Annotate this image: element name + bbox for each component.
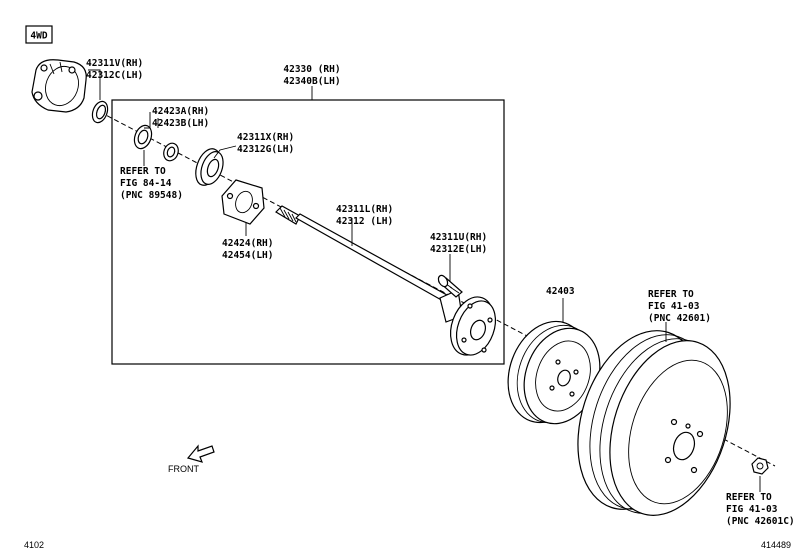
wheel-nut bbox=[751, 457, 769, 475]
label-42312c: 42312C(LH) bbox=[86, 70, 143, 81]
figure-code-left: 4102 bbox=[24, 540, 44, 550]
bearing-42311x bbox=[195, 148, 224, 186]
label-42403: 42403 bbox=[546, 286, 575, 297]
label-refer1-line1: REFER TO bbox=[120, 166, 166, 177]
brake-drum-42403 bbox=[507, 320, 601, 425]
label-42311u: 42311U(RH) bbox=[430, 232, 487, 243]
label-refer3-line2: FIG 41-03 bbox=[726, 504, 778, 515]
label-refer1-line2: FIG 84-14 bbox=[120, 178, 172, 189]
label-42312e: 42312E(LH) bbox=[430, 244, 487, 255]
label-refer2-line1: REFER TO bbox=[648, 289, 694, 300]
label-42423a: 42423A(RH) bbox=[152, 106, 209, 117]
4wd-badge: 4WD bbox=[25, 25, 53, 44]
label-42312: 42312 (LH) bbox=[336, 216, 393, 227]
axle-housing bbox=[31, 59, 87, 113]
axle-hub-flange bbox=[449, 296, 497, 356]
label-42340b: 42340B(LH) bbox=[283, 76, 340, 87]
leader-42311v bbox=[88, 69, 101, 100]
label-refer1-line3: (PNC 89548) bbox=[120, 190, 183, 201]
oil-seal-42311v bbox=[91, 100, 109, 124]
label-42311l: 42311L(RH) bbox=[336, 204, 393, 215]
4wd-badge-text: 4WD bbox=[30, 31, 47, 42]
label-refer3-line1: REFER TO bbox=[726, 492, 772, 503]
leader-42423 bbox=[144, 112, 159, 129]
figure-code-right: 414489 bbox=[761, 540, 791, 550]
hub-bolt-42311u bbox=[437, 274, 463, 298]
label-42424: 42424(RH) bbox=[222, 238, 273, 249]
front-label: FRONT bbox=[168, 464, 199, 474]
seal-42423 bbox=[133, 124, 179, 162]
wheel-rim bbox=[577, 330, 731, 516]
label-refer2-line3: (PNC 42601) bbox=[648, 313, 711, 324]
label-42311x: 42311X(RH) bbox=[237, 132, 294, 143]
retainer-plate-42424 bbox=[221, 179, 265, 225]
label-refer2-line2: FIG 41-03 bbox=[648, 301, 700, 312]
label-42312g: 42312G(LH) bbox=[237, 144, 294, 155]
label-refer3-line3: (PNC 42601C) bbox=[726, 516, 795, 527]
label-42423b: 42423B(LH) bbox=[152, 118, 209, 129]
label-42454: 42454(LH) bbox=[222, 250, 273, 261]
label-42311v: 42311V(RH) bbox=[86, 58, 143, 69]
front-direction-arrow bbox=[186, 444, 215, 463]
leader-42311x bbox=[213, 145, 237, 159]
assembly-box bbox=[111, 99, 505, 365]
label-42330: 42330 (RH) bbox=[283, 64, 340, 75]
